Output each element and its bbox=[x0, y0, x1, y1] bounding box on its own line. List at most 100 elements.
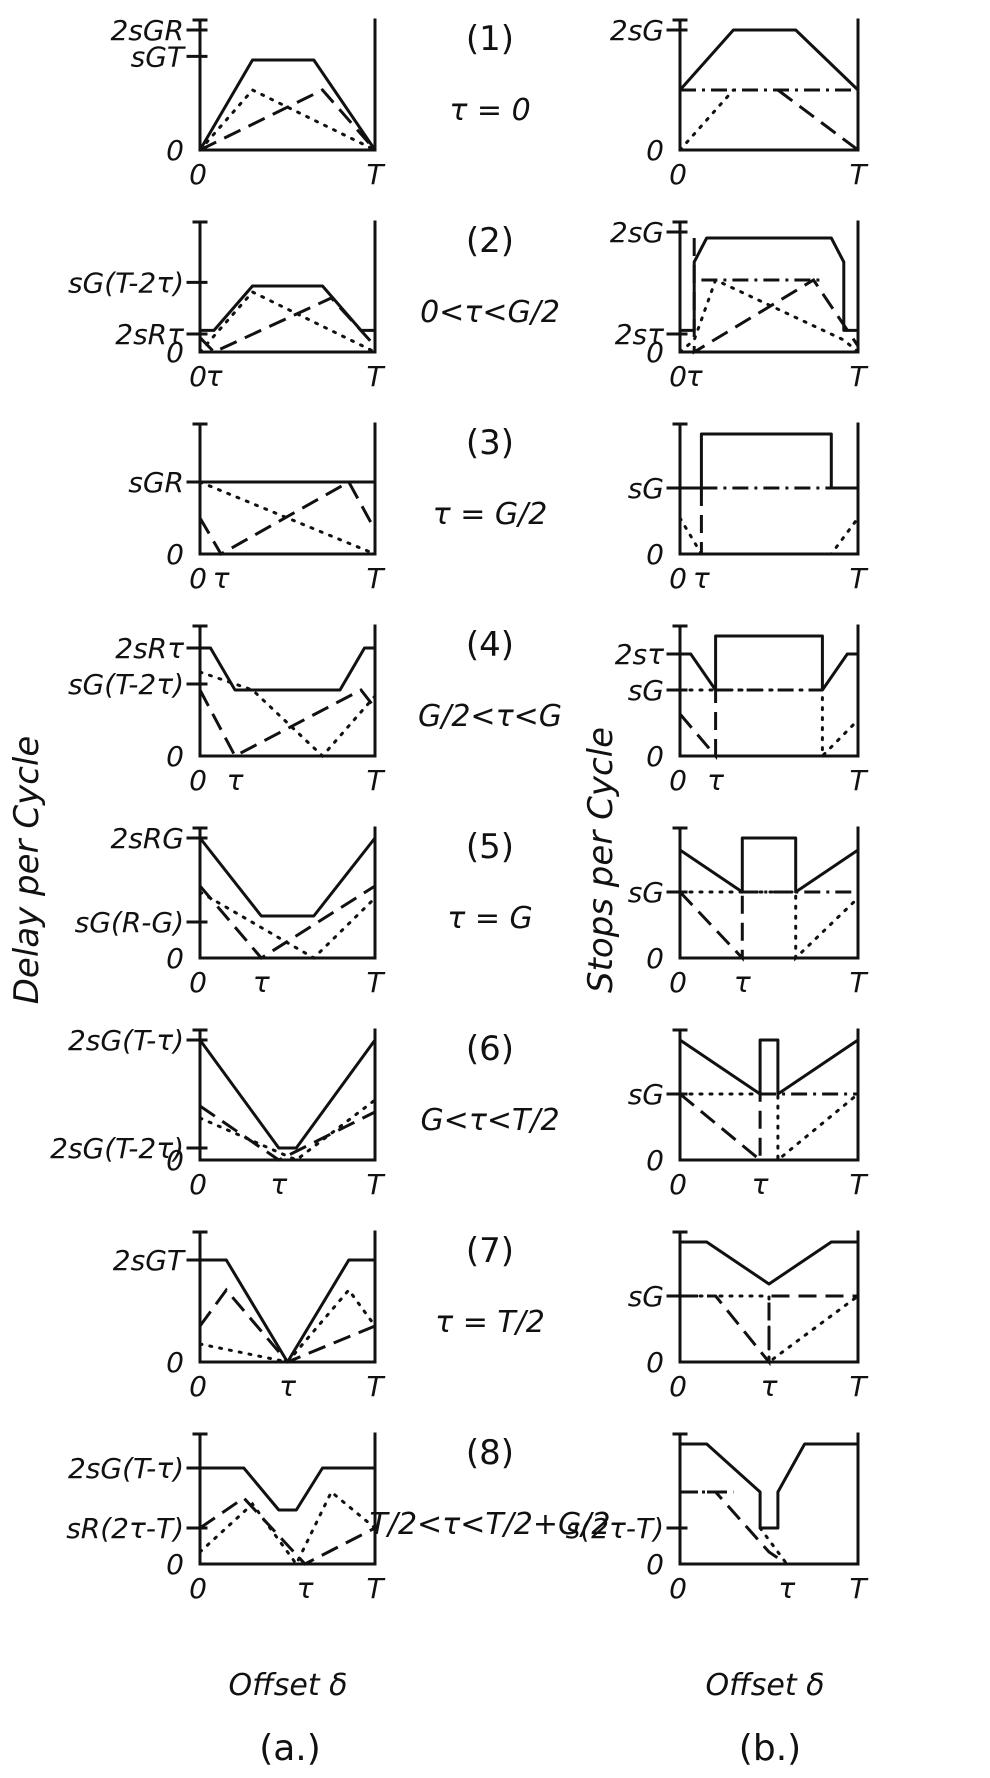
x-tick-label: T bbox=[849, 1370, 868, 1403]
x-label-b: Offset δ bbox=[705, 1668, 824, 1703]
series-dotted bbox=[198, 1287, 377, 1364]
series-solid bbox=[198, 58, 377, 151]
x-tick-label: T bbox=[849, 1168, 868, 1201]
x-tick-label: 0 bbox=[669, 764, 687, 797]
x-tick-label: τ bbox=[279, 1370, 296, 1403]
series-solid bbox=[200, 1466, 375, 1512]
y-tick-label: 0 bbox=[166, 1144, 184, 1177]
x-tick-label: 0 bbox=[189, 562, 207, 595]
y-tick-label: 0 bbox=[646, 1548, 664, 1581]
series-solid bbox=[680, 432, 858, 490]
y-tick-label: sR(2τ-T) bbox=[66, 1512, 184, 1545]
series-dashed bbox=[692, 238, 860, 355]
x-tick-label: T bbox=[366, 1572, 385, 1605]
series-dotted bbox=[678, 890, 860, 962]
row-condition: τ = 0 bbox=[449, 93, 530, 128]
y-tick-label: 2sRG bbox=[110, 822, 184, 855]
y-tick-label: 0 bbox=[646, 336, 664, 369]
x-label-a: Offset δ bbox=[228, 1668, 347, 1703]
y-tick-label: 2sG(T-τ) bbox=[68, 1452, 184, 1485]
x-tick-label: τ bbox=[778, 1572, 795, 1605]
series-dashed bbox=[680, 1294, 858, 1367]
y-tick-label: 2sG bbox=[610, 216, 664, 249]
row-label: (6) bbox=[466, 1029, 514, 1069]
y-tick-label: sGR bbox=[128, 466, 184, 499]
y-tick-label: 0 bbox=[166, 538, 184, 571]
series-dotted bbox=[198, 890, 377, 960]
panel-a-8: 2sG(T-τ) sR(2τ-T)00 τ T bbox=[66, 1432, 385, 1605]
x-tick-label: T bbox=[849, 1572, 868, 1605]
series-dashed bbox=[198, 688, 377, 759]
y-tick-label: 0 bbox=[646, 134, 664, 167]
row-label: (5) bbox=[466, 827, 514, 867]
x-tick-label: 0 bbox=[189, 1168, 207, 1201]
series-dotted bbox=[678, 1294, 860, 1365]
x-tick-label: 0 bbox=[669, 1572, 687, 1605]
series-solid bbox=[200, 646, 375, 692]
x-tick-label: τ bbox=[297, 1572, 314, 1605]
x-tick-label: τ bbox=[270, 1168, 287, 1201]
x-tick-label: τ bbox=[227, 764, 244, 797]
x-tick-label: 0 bbox=[189, 158, 207, 191]
x-tick-label: 0 bbox=[669, 158, 687, 191]
x-tick-label: T bbox=[366, 360, 385, 393]
x-tick-label: 0 bbox=[189, 764, 207, 797]
series-dotted bbox=[198, 480, 377, 556]
y-tick-label: 0 bbox=[166, 1548, 184, 1581]
series-dotted bbox=[198, 1489, 377, 1567]
series-solid bbox=[678, 28, 860, 92]
series-dashed bbox=[198, 296, 377, 354]
x-tick-label: T bbox=[366, 966, 385, 999]
y-tick-label: 2sτ bbox=[615, 638, 664, 671]
y-tick-label: sG bbox=[628, 472, 664, 505]
x-tick-label: τ bbox=[707, 764, 724, 797]
row-condition: G/2<τ<G bbox=[418, 699, 562, 734]
y-label-a: Delay per Cycle bbox=[7, 736, 47, 1005]
series-solid bbox=[680, 1240, 858, 1286]
row-condition: 0<τ<G/2 bbox=[420, 295, 560, 330]
y-tick-label: 2sτ bbox=[615, 318, 664, 351]
series-dotted bbox=[198, 670, 377, 759]
x-tick-label: τ bbox=[253, 966, 270, 999]
x-tick-label: T bbox=[849, 764, 868, 797]
series-dashed bbox=[198, 1287, 376, 1364]
x-tick-label: τ bbox=[213, 562, 230, 595]
series-dashed bbox=[199, 88, 377, 152]
series-solid bbox=[198, 1039, 377, 1150]
y-tick-label: 0 bbox=[646, 1346, 664, 1379]
x-tick-label: T bbox=[849, 360, 868, 393]
series-dashed bbox=[198, 884, 376, 960]
y-tick-label: sGT bbox=[131, 40, 186, 73]
x-tick-label: 0 bbox=[189, 1572, 207, 1605]
row-condition: τ = G/2 bbox=[433, 497, 548, 532]
y-tick-label: 0 bbox=[646, 538, 664, 571]
x-tick-label: T bbox=[849, 158, 868, 191]
x-tick-label: T bbox=[366, 562, 385, 595]
row-label: (4) bbox=[466, 625, 514, 665]
y-tick-label: 0 bbox=[646, 1144, 664, 1177]
x-tick-label: 0 bbox=[189, 966, 207, 999]
y-tick-label: 0 bbox=[166, 942, 184, 975]
y-tick-label: sG(T-2τ) bbox=[68, 266, 184, 299]
series-dashed bbox=[678, 890, 744, 962]
series-dotted bbox=[678, 277, 860, 354]
x-tick-label: τ bbox=[761, 1370, 778, 1403]
row-label: (1) bbox=[466, 19, 514, 59]
y-tick-label: 2sGT bbox=[113, 1244, 186, 1277]
series-solid bbox=[198, 837, 377, 918]
series-dashed bbox=[199, 1104, 376, 1162]
x-tick-label: 0 bbox=[669, 360, 687, 393]
y-tick-label: 2sGR bbox=[110, 14, 184, 47]
